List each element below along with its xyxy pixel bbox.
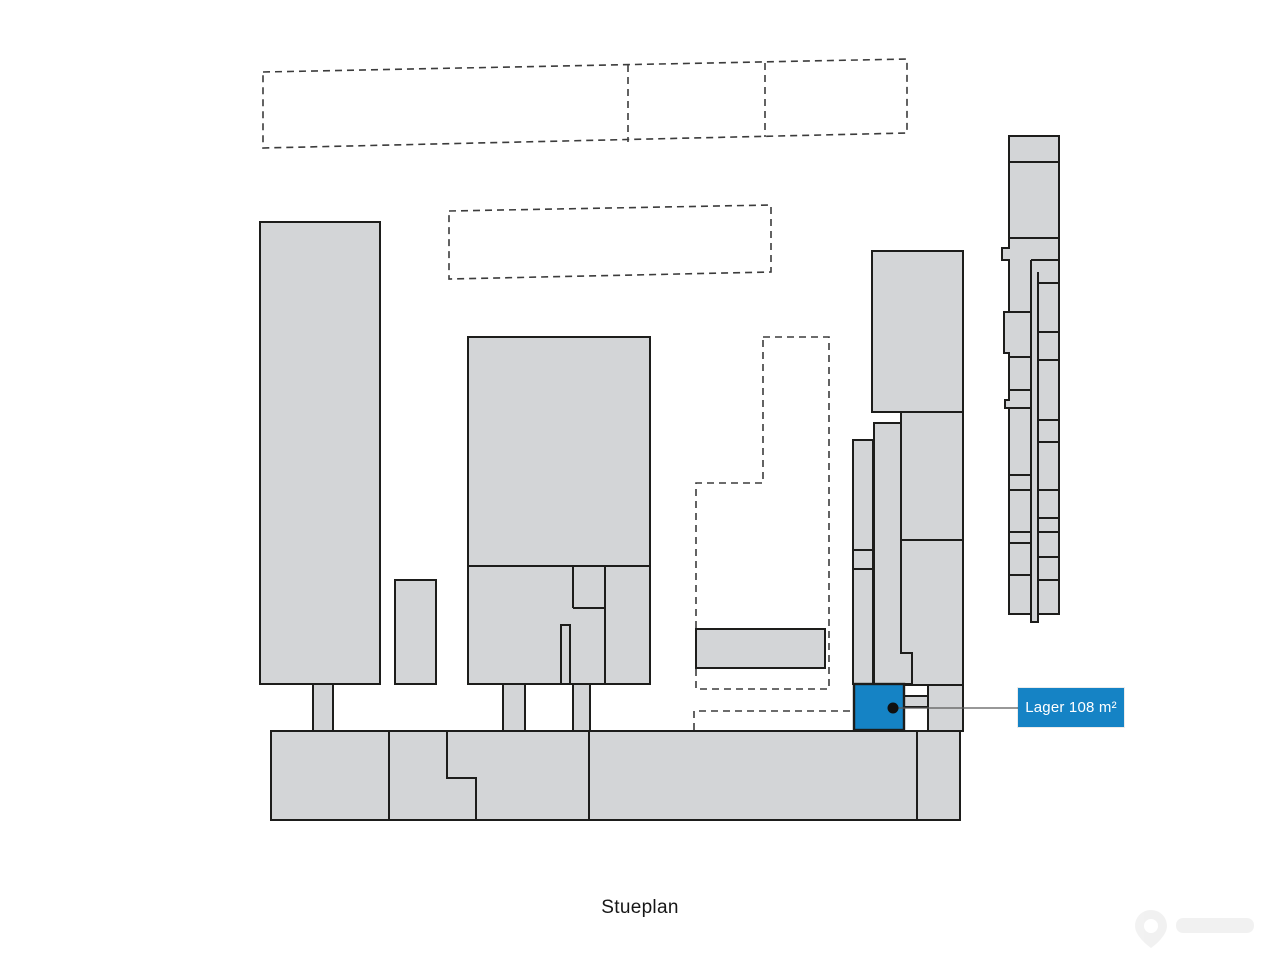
building-far-right-interior-walls <box>1009 161 1059 614</box>
unit-label-text: Lager 108 m² <box>1025 699 1117 716</box>
unit-label[interactable]: Lager 108 m² <box>1018 688 1124 727</box>
corridor-link <box>903 695 929 708</box>
building-bar <box>695 628 826 669</box>
building-small-block <box>394 579 437 685</box>
building-middle-interior-walls <box>469 565 649 683</box>
dashed-strip-top <box>262 58 908 149</box>
watermark-logo <box>1135 910 1254 948</box>
map-pin-icon <box>1135 910 1167 948</box>
building-rightcol-upper <box>900 411 964 541</box>
leader-dot <box>887 702 899 714</box>
connector-middle-1 <box>502 683 526 732</box>
page-title: Stueplan <box>601 897 679 918</box>
buildings <box>259 135 1060 821</box>
dashed-corridor <box>693 710 853 730</box>
connector-left <box>312 683 334 732</box>
plinth-interior-walls <box>388 731 918 820</box>
building-plinth <box>270 730 961 821</box>
building-tower <box>871 250 964 413</box>
dashed-outlines <box>262 58 908 730</box>
connector-middle-2 <box>572 683 591 732</box>
building-left-tall <box>259 221 381 685</box>
building-middle <box>467 336 651 685</box>
dashed-rect-mid <box>448 204 772 280</box>
dashed-lshape <box>695 336 830 690</box>
building-left-strip <box>852 439 874 685</box>
